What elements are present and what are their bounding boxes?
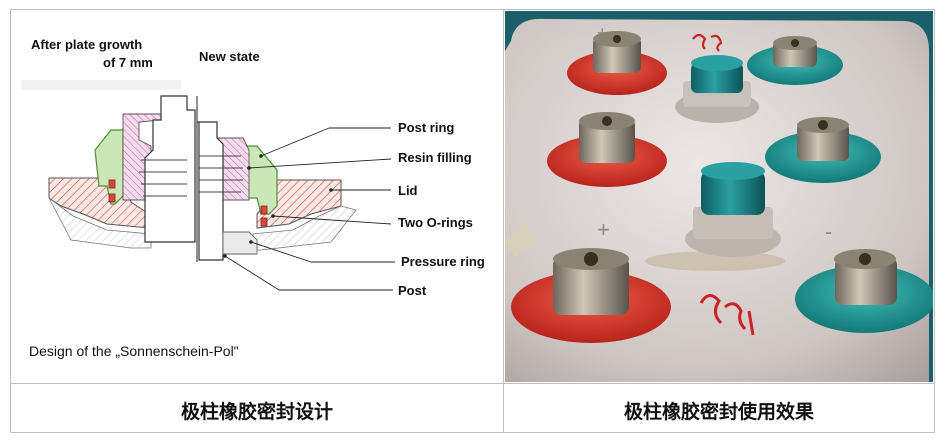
- label-lid: Lid: [398, 183, 418, 198]
- heading-new-state: New state: [199, 49, 260, 64]
- post-middle-right: [765, 117, 881, 183]
- column-divider: [503, 9, 504, 433]
- label-pressure-ring: Pressure ring: [401, 254, 485, 269]
- label-post: Post: [398, 283, 427, 298]
- post-bottom-right: [795, 249, 933, 333]
- caption-right: 极柱橡胶密封使用效果: [623, 400, 814, 423]
- battery-photo: + - +: [505, 11, 933, 382]
- caption-divider: [10, 383, 935, 384]
- marking-minus: -: [825, 219, 832, 244]
- cap-top-middle: [675, 55, 759, 123]
- label-resin-filling: Resin filling: [398, 150, 472, 165]
- caption-left: 极柱橡胶密封设计: [180, 400, 333, 423]
- design-diagram-panel: After plate growth of 7 mm New state: [11, 10, 503, 383]
- post-bottom-left: [511, 248, 671, 343]
- marking-plus-left: +: [597, 217, 610, 242]
- heading-growth-line2: of 7 mm: [103, 55, 153, 70]
- post-top-left: [567, 31, 667, 95]
- battery-photo-panel: + - +: [505, 11, 933, 382]
- heading-growth-line1: After plate growth: [31, 37, 143, 52]
- post-top-right: [747, 36, 843, 85]
- table-frame: [10, 9, 935, 433]
- design-caption: Design of the „Sonnenschein-Pol": [29, 343, 239, 359]
- cap-center: [685, 162, 781, 257]
- label-post-ring: Post ring: [398, 120, 455, 135]
- post-middle-left: [547, 112, 667, 187]
- label-two-o-rings: Two O-rings: [398, 215, 473, 230]
- cross-section-drawing: [21, 80, 395, 291]
